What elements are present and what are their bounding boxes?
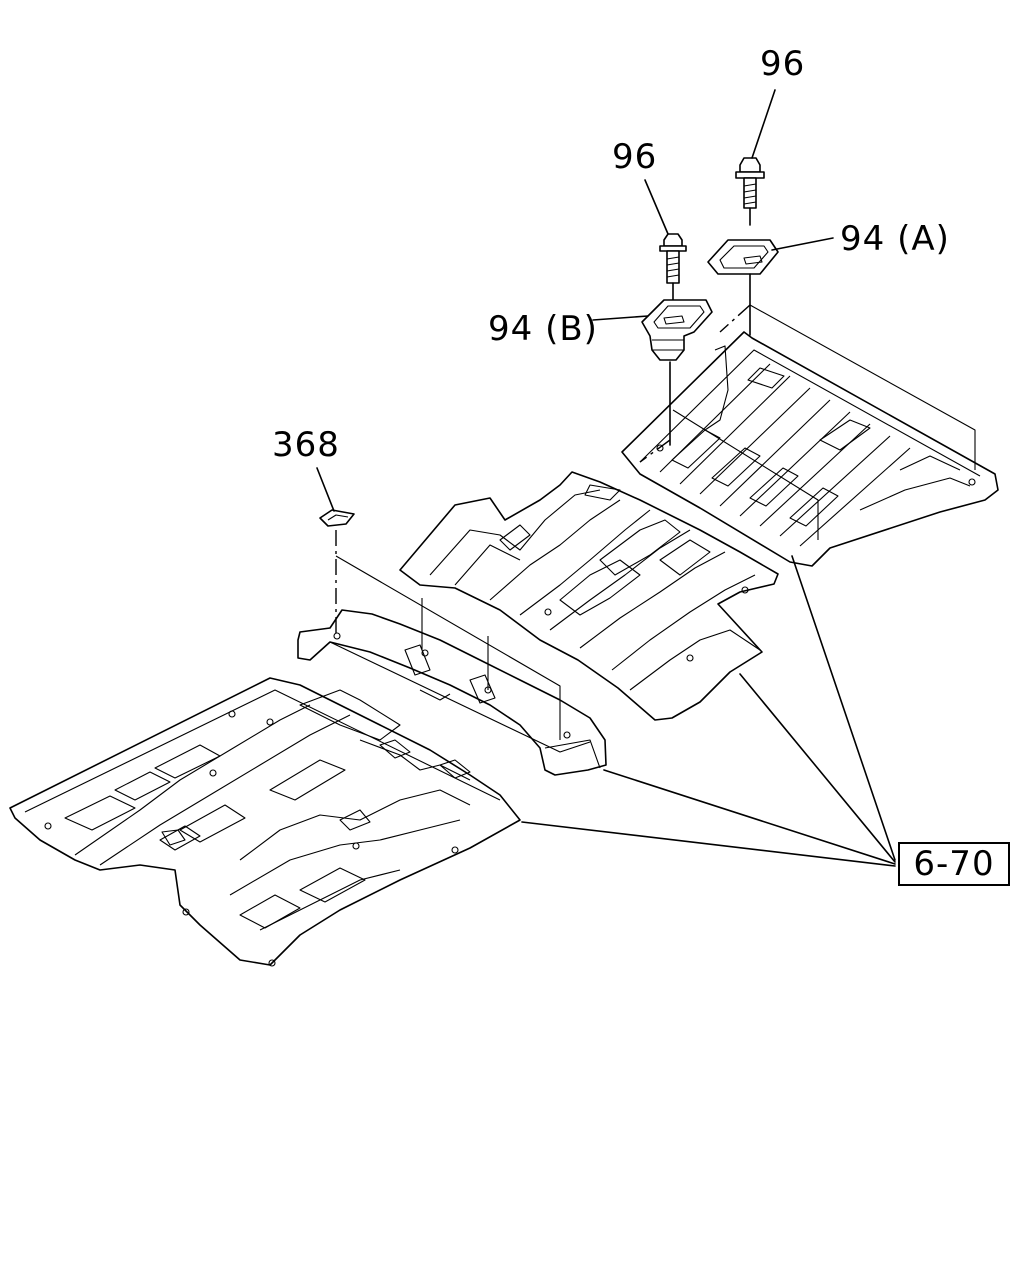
leader-lines: [316, 89, 896, 867]
front-floor-panel: [9, 677, 521, 967]
bolt-96-upper: [735, 157, 765, 209]
assembly-lines: [335, 304, 976, 740]
cross-member: [297, 609, 607, 776]
reference-box-6-70[interactable]: 6-70: [898, 842, 1010, 886]
label-clip-368: 368: [272, 425, 340, 465]
label-bracket-94a: 94 (A): [840, 219, 950, 259]
bolt-96-lower: [659, 233, 687, 284]
rear-floor-panel: [621, 331, 999, 567]
label-bolt-96-lower: 96: [612, 137, 658, 177]
bracket-94b: [641, 299, 713, 361]
label-bolt-96-upper: 96: [760, 44, 806, 84]
bracket-94a: [707, 239, 779, 275]
label-bracket-94b: 94 (B): [488, 309, 598, 349]
middle-floor-panel: [399, 471, 779, 721]
clip-368: [319, 509, 355, 527]
